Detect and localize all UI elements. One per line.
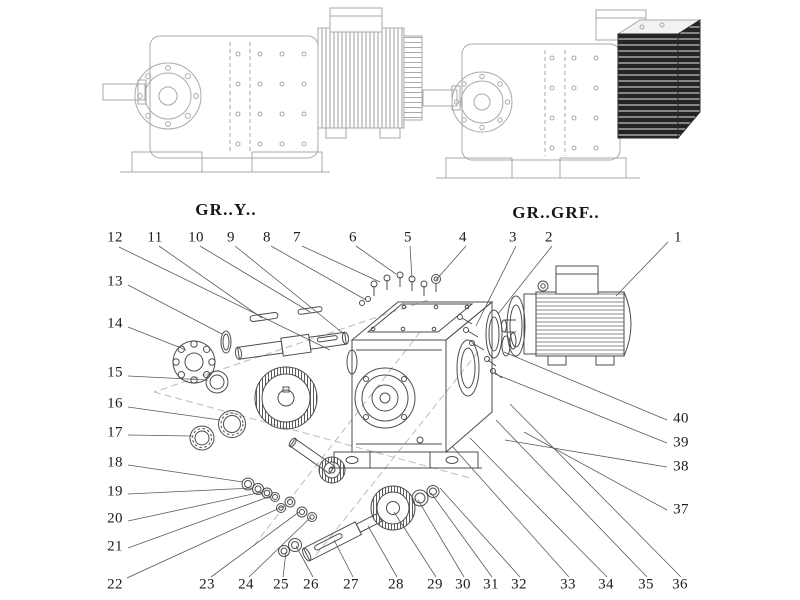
callout-11: 11 bbox=[147, 229, 163, 246]
exploded-view bbox=[153, 265, 632, 562]
left-unit-foot bbox=[131, 151, 203, 173]
callout-38: 38 bbox=[673, 458, 689, 475]
callout-10: 10 bbox=[188, 229, 204, 246]
callout-33: 33 bbox=[560, 576, 576, 593]
callout-1: 1 bbox=[674, 229, 682, 246]
callout-2: 2 bbox=[545, 229, 553, 246]
callout-21: 21 bbox=[107, 538, 123, 555]
callout-18: 18 bbox=[107, 454, 123, 471]
left-unit-terminal-box bbox=[329, 7, 383, 33]
left-unit-housing bbox=[149, 35, 319, 159]
callout-24: 24 bbox=[238, 576, 254, 593]
motor-terminal-box bbox=[555, 265, 599, 295]
intermediate-pinion-assembly bbox=[276, 437, 346, 513]
callout-6: 6 bbox=[349, 229, 357, 246]
callout-5: 5 bbox=[404, 229, 412, 246]
input-shaft-assembly bbox=[220, 306, 350, 360]
callout-26: 26 bbox=[303, 576, 319, 593]
callout-15: 15 bbox=[107, 364, 123, 381]
right-unit-end-block bbox=[617, 33, 679, 139]
output-shaft-assembly bbox=[278, 485, 440, 562]
right-unit-housing bbox=[461, 43, 621, 161]
callout-16: 16 bbox=[107, 395, 123, 412]
callout-13: 13 bbox=[107, 273, 123, 290]
callout-4: 4 bbox=[459, 229, 467, 246]
callout-35: 35 bbox=[638, 576, 654, 593]
callout-28: 28 bbox=[388, 576, 404, 593]
motor-adapter-hardware bbox=[457, 309, 517, 379]
shaft-key-2 bbox=[297, 306, 323, 315]
callout-9: 9 bbox=[227, 229, 235, 246]
right-variant-label: GR..GRF.. bbox=[512, 203, 600, 222]
left-unit-fan-cover bbox=[403, 35, 423, 121]
output-shaft-key bbox=[314, 533, 343, 551]
inspection-cover bbox=[366, 303, 474, 333]
callout-36: 36 bbox=[672, 576, 688, 593]
right-unit-shaft bbox=[422, 89, 458, 107]
callout-37: 37 bbox=[673, 501, 689, 518]
callout-22: 22 bbox=[107, 576, 123, 593]
electric-motor bbox=[501, 265, 632, 366]
callout-3: 3 bbox=[509, 229, 517, 246]
ball-bearings bbox=[189, 410, 246, 451]
callout-29: 29 bbox=[427, 576, 443, 593]
left-variant-label: GR..Y.. bbox=[195, 200, 257, 219]
left-unit-drawing bbox=[102, 7, 423, 173]
callout-31: 31 bbox=[483, 576, 499, 593]
leader-lines bbox=[118, 241, 682, 579]
adapter-flange-ring bbox=[485, 309, 503, 359]
housing-foot-right bbox=[429, 451, 479, 469]
gear-housing bbox=[330, 300, 494, 469]
spacer-ring bbox=[220, 330, 232, 354]
output-bore bbox=[354, 367, 416, 429]
callout-34: 34 bbox=[598, 576, 614, 593]
left-unit-motor bbox=[317, 27, 405, 129]
helical-gear-large bbox=[254, 366, 318, 430]
callout-14: 14 bbox=[107, 315, 123, 332]
callout-25: 25 bbox=[273, 576, 289, 593]
callout-8: 8 bbox=[263, 229, 271, 246]
callout-12: 12 bbox=[107, 229, 123, 246]
callout-32: 32 bbox=[511, 576, 527, 593]
callout-27: 27 bbox=[343, 576, 359, 593]
roller-bearing-large bbox=[172, 340, 229, 394]
washers-circlips bbox=[241, 477, 317, 522]
callout-39: 39 bbox=[673, 434, 689, 451]
callout-23: 23 bbox=[199, 576, 215, 593]
cover-bolts bbox=[359, 271, 441, 306]
callout-19: 19 bbox=[107, 483, 123, 500]
callout-7: 7 bbox=[293, 229, 301, 246]
callout-30: 30 bbox=[455, 576, 471, 593]
callout-40: 40 bbox=[673, 410, 689, 427]
callout-20: 20 bbox=[107, 510, 123, 527]
shaft-key bbox=[249, 311, 279, 323]
right-unit-foot bbox=[445, 157, 513, 179]
right-unit-drawing bbox=[422, 9, 702, 179]
motor-flange-face bbox=[456, 339, 480, 397]
callout-17: 17 bbox=[107, 424, 123, 441]
